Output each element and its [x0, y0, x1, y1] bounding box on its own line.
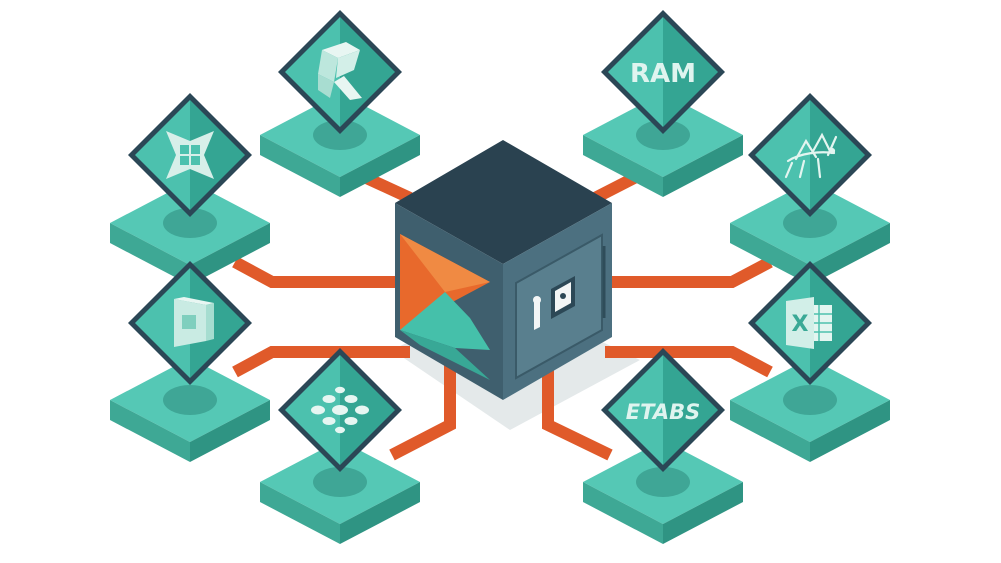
connector-grasshopper [605, 256, 773, 288]
connector-etabs [542, 365, 613, 461]
node-ram: RAM [583, 10, 743, 197]
node-network [260, 348, 420, 544]
ram-text-icon: RAM [630, 59, 696, 89]
connector-lines [232, 169, 773, 461]
connector-dynamo [232, 346, 410, 378]
etabs-text-icon: ETABS [626, 400, 700, 424]
grasshopper-icon [784, 132, 838, 179]
logo-mark [400, 234, 490, 380]
node-excel: X [730, 261, 890, 462]
network-dots-icon [311, 386, 369, 434]
dynamo-icon [174, 297, 214, 347]
excel-icon: X [786, 297, 832, 349]
node-grasshopper [730, 93, 890, 285]
node-dynamo [110, 261, 270, 462]
excel-letter: X [792, 312, 809, 337]
revit-icon [318, 42, 362, 100]
node-etabs: ETABS [583, 348, 743, 544]
connector-robot [232, 256, 410, 288]
connector-network [389, 365, 456, 461]
connector-excel [605, 346, 773, 378]
vault-safe [395, 140, 612, 400]
node-revit [260, 10, 420, 197]
dial-icon [551, 276, 575, 319]
handle-icon [533, 296, 541, 330]
node-robot [110, 93, 270, 285]
robot-structural-icon [166, 131, 214, 179]
safe-top [395, 140, 612, 264]
